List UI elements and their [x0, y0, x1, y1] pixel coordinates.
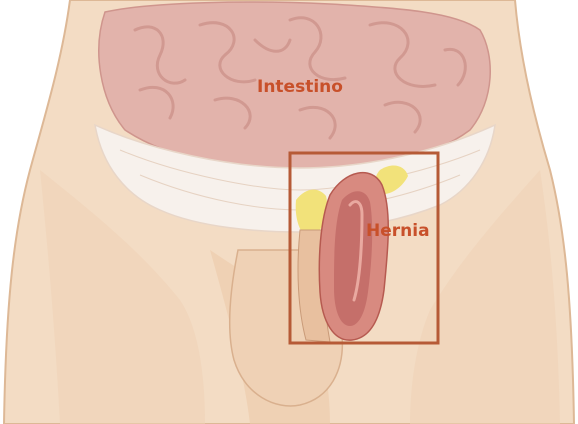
intestine-label: Intestino	[257, 79, 343, 96]
hernia-label: Hernia	[366, 223, 430, 240]
